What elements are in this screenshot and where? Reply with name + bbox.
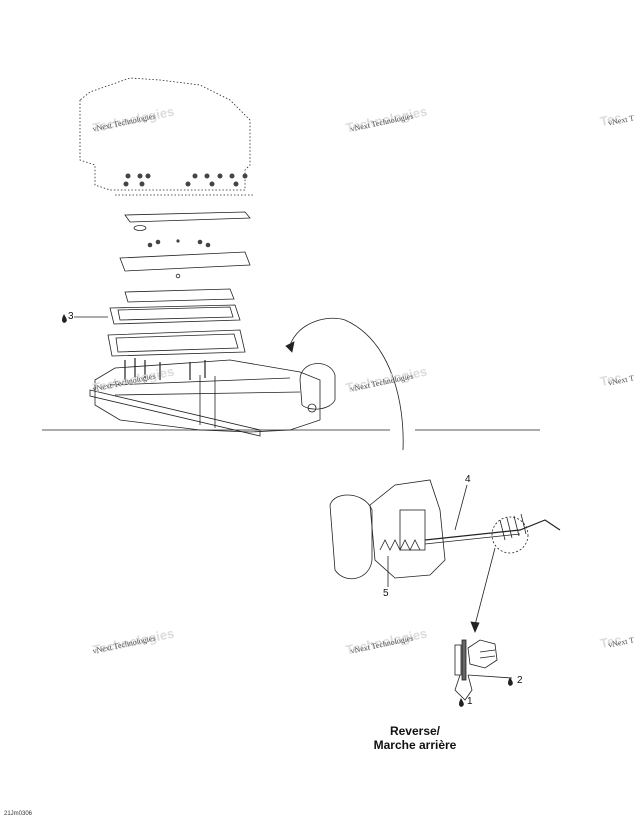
detail-view — [454, 639, 513, 701]
callout-4: 4 — [465, 474, 471, 485]
callout-2: 2 — [517, 675, 523, 686]
oil-drop-icon — [62, 314, 67, 323]
guide-rail — [89, 389, 261, 437]
gasket-upper — [124, 211, 251, 223]
spring — [379, 539, 421, 551]
callout-5: 5 — [383, 588, 389, 599]
venturi-nozzle — [299, 363, 336, 410]
boot — [499, 513, 527, 541]
reverse-gate — [329, 494, 373, 580]
caption-line-2: Marche arrière — [373, 738, 457, 752]
pump-body — [94, 359, 321, 433]
oil-drop-icon — [459, 698, 464, 707]
arrow-curve-long — [344, 319, 404, 451]
reverse-housing — [369, 479, 446, 579]
arrow-to-detail — [474, 547, 496, 626]
arrow-curve-top — [289, 317, 346, 346]
gasket-mid — [124, 288, 235, 303]
engine-outline — [79, 77, 251, 191]
figure-code: 21Jm0306 — [4, 811, 33, 817]
detail-circle — [491, 516, 529, 554]
plate — [119, 251, 251, 272]
caption-line-1: Reverse/ — [389, 724, 441, 738]
lower-frame — [107, 329, 246, 357]
figure-caption: Reverse/ Marche arrière — [360, 724, 470, 752]
seal-frame — [109, 304, 241, 325]
nut-row — [123, 173, 248, 187]
callout-1: 1 — [467, 696, 473, 707]
callout-3: 3 — [68, 311, 74, 322]
oil-drop-icon — [508, 677, 513, 686]
reverse-cable — [424, 519, 561, 541]
